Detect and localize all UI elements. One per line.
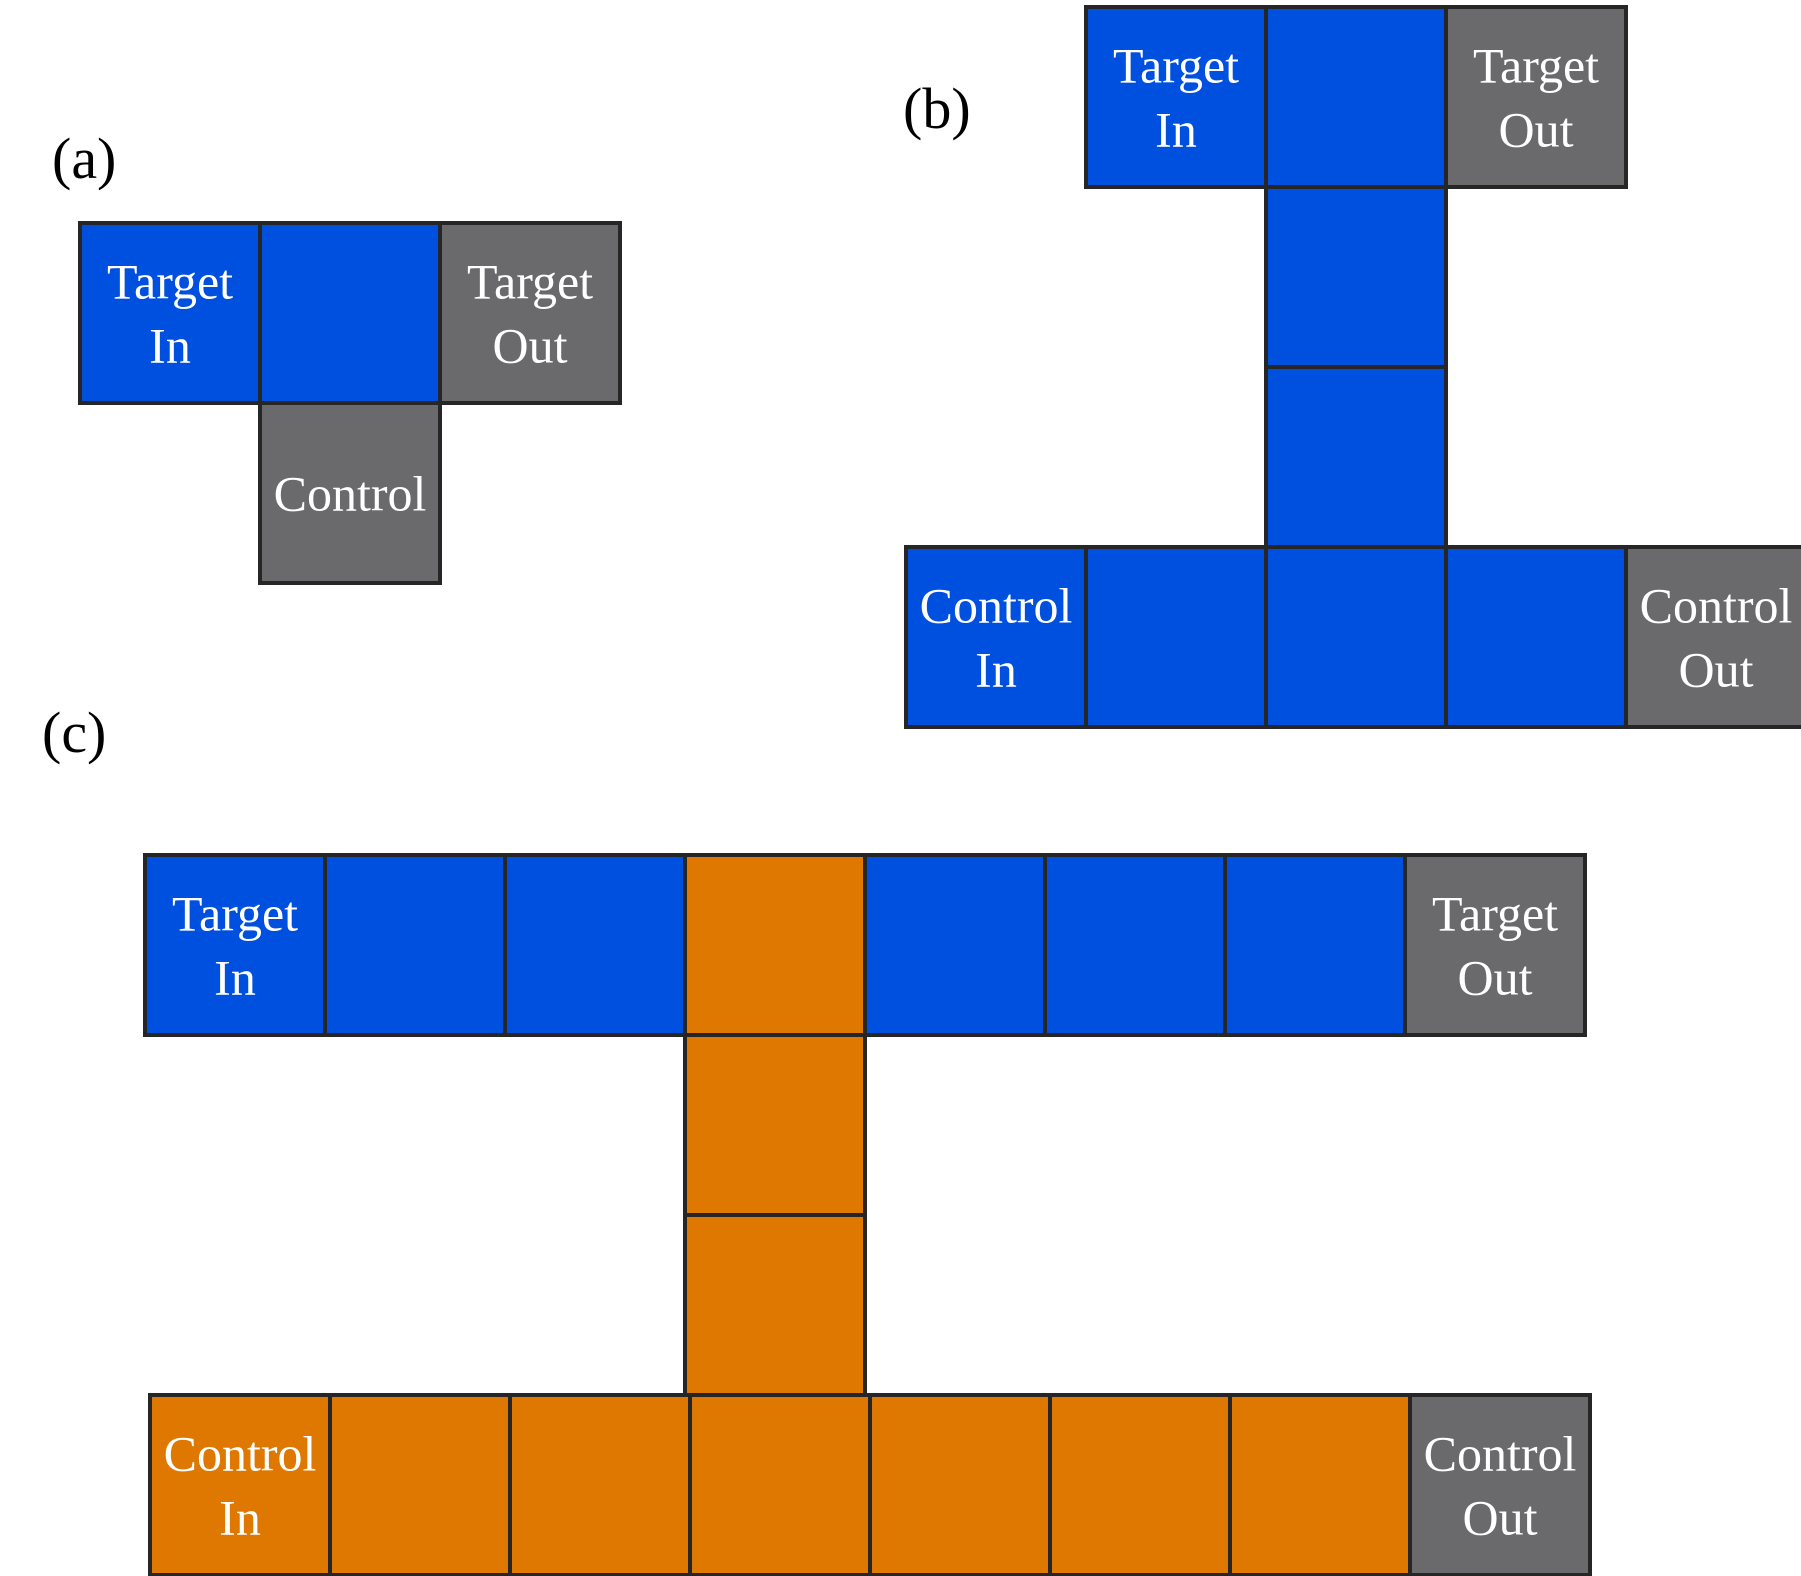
grid-cell xyxy=(1264,5,1448,189)
grid-cell xyxy=(683,1213,867,1397)
cell-blue-square xyxy=(1264,365,1448,549)
cell-label: In xyxy=(1155,102,1197,158)
grid-cell xyxy=(683,853,867,1037)
grid-cell xyxy=(863,853,1047,1037)
grid-cell xyxy=(323,853,507,1037)
cell-label: Target xyxy=(1113,38,1239,94)
cell-blue-square xyxy=(1084,545,1268,729)
grid-cell xyxy=(1264,365,1448,549)
cell-gray-square xyxy=(1408,1393,1592,1576)
cell-blue-square xyxy=(78,221,262,405)
cell-blue-square xyxy=(1264,185,1448,369)
cell-gray-square xyxy=(1444,5,1628,189)
grid-cell xyxy=(868,1393,1052,1576)
cell-orange-square xyxy=(328,1393,512,1576)
cell-blue-square xyxy=(258,221,442,405)
grid-cell xyxy=(1264,545,1448,729)
grid-cell xyxy=(1444,545,1628,729)
cell-orange-square xyxy=(868,1393,1052,1576)
cell-label: Out xyxy=(1499,102,1574,158)
cell-blue-square xyxy=(323,853,507,1037)
cell-label: Control xyxy=(1640,578,1793,634)
cell-label: Target xyxy=(172,886,298,942)
cell-orange-square xyxy=(508,1393,692,1576)
cell-label: Control xyxy=(274,466,427,522)
panel-label-c: (c) xyxy=(42,700,106,765)
cell-blue-square xyxy=(143,853,327,1037)
grid-cell xyxy=(508,1393,692,1576)
cell-blue-square xyxy=(1444,545,1628,729)
cell-label: In xyxy=(214,950,256,1006)
panel-label-a: (a) xyxy=(52,126,116,191)
grid-cell xyxy=(1043,853,1227,1037)
cell-blue-square xyxy=(1264,545,1448,729)
cell-orange-square xyxy=(148,1393,332,1576)
cell-label: Out xyxy=(493,318,568,374)
grid-cell xyxy=(503,853,687,1037)
cell-blue-square xyxy=(1043,853,1227,1037)
cell-label: Out xyxy=(1679,642,1754,698)
cell-label: Target xyxy=(1473,38,1599,94)
cell-label: Control xyxy=(1424,1426,1577,1482)
cell-gray-square xyxy=(1403,853,1587,1037)
grid-cell xyxy=(328,1393,512,1576)
grid-cell xyxy=(1084,545,1268,729)
grid-cell: Control xyxy=(258,401,442,585)
cell-label: Target xyxy=(107,254,233,310)
cell-label: In xyxy=(149,318,191,374)
cell-label: Target xyxy=(467,254,593,310)
grid-cell xyxy=(683,1033,867,1217)
cell-orange-square xyxy=(1048,1393,1232,1576)
cell-label: Out xyxy=(1463,1490,1538,1546)
cell-blue-square xyxy=(503,853,687,1037)
cell-orange-square xyxy=(683,1213,867,1397)
cell-label: In xyxy=(975,642,1017,698)
cell-orange-square xyxy=(1228,1393,1412,1576)
cell-blue-square xyxy=(1084,5,1268,189)
grid-cell xyxy=(1223,853,1407,1037)
cell-orange-square xyxy=(683,853,867,1037)
grid-cell xyxy=(258,221,442,405)
grid-cell xyxy=(1264,185,1448,369)
cell-orange-square xyxy=(683,1033,867,1217)
cell-blue-square xyxy=(1264,5,1448,189)
grid-cell xyxy=(688,1393,872,1576)
grid-cell xyxy=(1228,1393,1412,1576)
cell-label: Target xyxy=(1432,886,1558,942)
cell-blue-square xyxy=(904,545,1088,729)
panel-label-b: (b) xyxy=(903,76,971,141)
cell-label: In xyxy=(219,1490,261,1546)
cell-gray-square xyxy=(258,401,442,585)
cell-gray-square xyxy=(438,221,622,405)
cell-gray-square xyxy=(1624,545,1801,729)
grid-cell xyxy=(1048,1393,1232,1576)
cell-blue-square xyxy=(1223,853,1407,1037)
cell-label: Control xyxy=(164,1426,317,1482)
cell-label: Control xyxy=(920,578,1073,634)
cell-orange-square xyxy=(688,1393,872,1576)
cell-label: Out xyxy=(1458,950,1533,1006)
cell-blue-square xyxy=(863,853,1047,1037)
